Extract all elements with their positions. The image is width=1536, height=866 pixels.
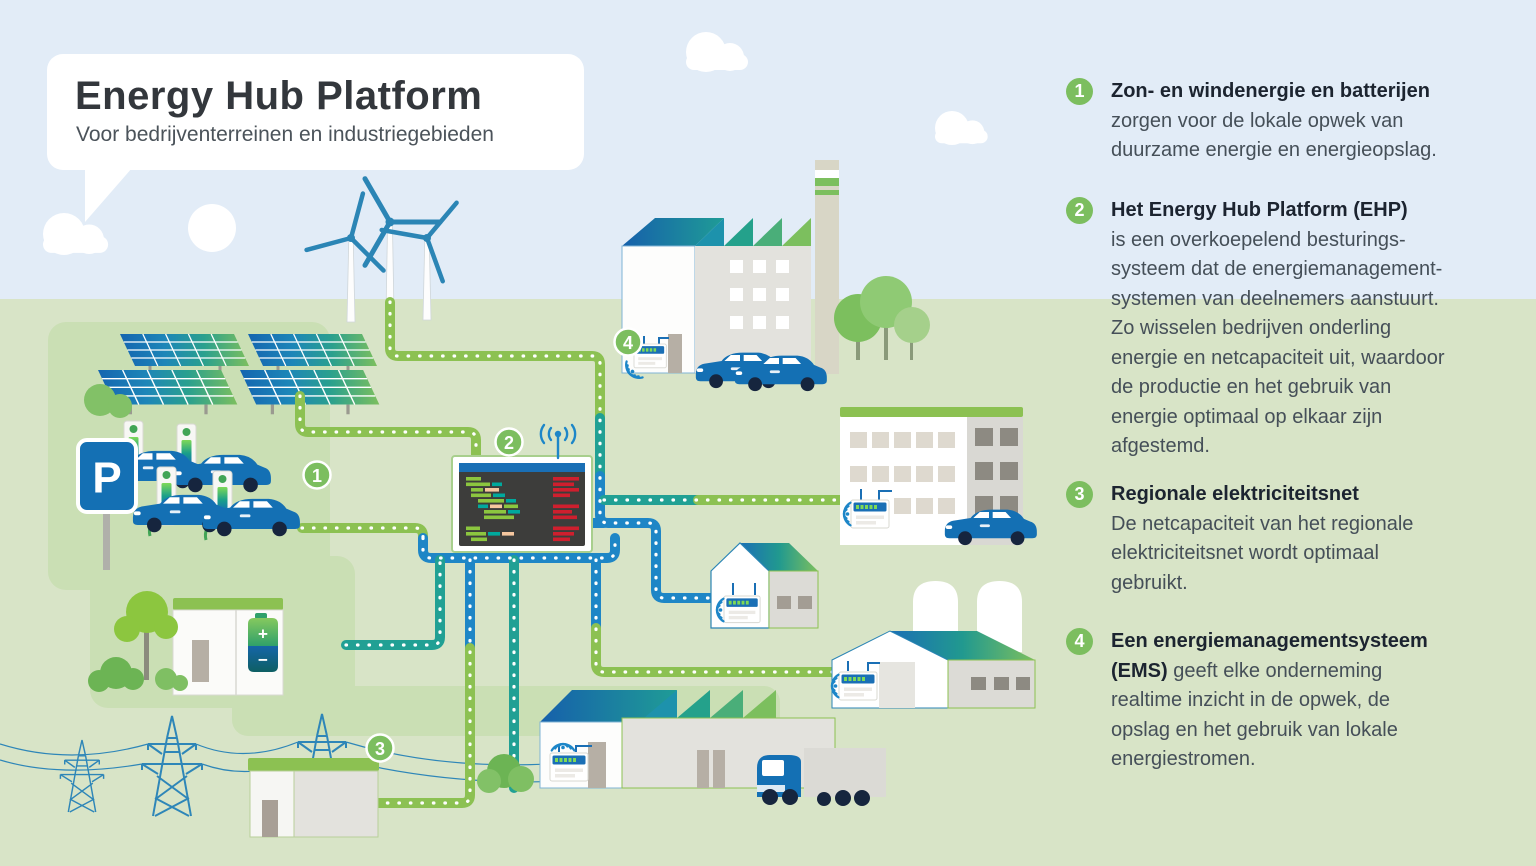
factory-bottom xyxy=(477,690,886,806)
house xyxy=(710,542,819,629)
apartment-windows xyxy=(850,432,955,514)
legend-item-4: 4 Een energiemanagementsysteem (EMS) gee… xyxy=(1066,628,1516,775)
legend-item-3: 3 Regionale elektriciteitsnet De netcapa… xyxy=(1066,481,1516,598)
badge-3: 3 xyxy=(365,733,395,763)
legend-title-3: Regionale elektriciteitsnet xyxy=(1111,483,1359,505)
wind-turbine xyxy=(379,200,459,321)
title-card: Energy Hub Platform Voor bedrijventerrei… xyxy=(47,54,584,222)
ems-box xyxy=(850,499,890,529)
warehouse xyxy=(830,581,1036,709)
legend-body-1: zorgen voor de lokale opwek van duurzame… xyxy=(1111,109,1437,162)
solar-park xyxy=(84,332,381,418)
svg-text:+: + xyxy=(258,625,268,644)
svg-text:2: 2 xyxy=(504,433,514,453)
page-subtitle: Voor bedrijventerreinen en industriegebi… xyxy=(76,123,494,146)
page-title: Energy Hub Platform xyxy=(75,74,483,118)
factory-top xyxy=(620,160,930,392)
legend-item-1: 1 Zon- en windenergie en batterijen zorg… xyxy=(1066,78,1516,166)
svg-text:−: − xyxy=(258,651,268,670)
legend-item-2: 2 Het Energy Hub Platform (EHP) is een o… xyxy=(1066,197,1516,462)
legend-body-3: De netcapaciteit van het regionale elekt… xyxy=(1111,512,1414,594)
legend-body-4-bold: (EMS) xyxy=(1111,659,1168,682)
wind-turbines xyxy=(304,176,459,327)
badge-2: 2 xyxy=(494,427,524,457)
wind-turbine xyxy=(304,191,386,323)
legend-title-2: Het Energy Hub Platform (EHP) xyxy=(1111,199,1408,221)
code-bars xyxy=(466,477,579,542)
ems-box xyxy=(723,595,761,624)
silo xyxy=(977,581,1022,652)
ev-charging-station: P xyxy=(76,420,300,570)
legend-badge-4: 4 xyxy=(1066,628,1093,655)
chimney xyxy=(815,160,839,374)
svg-text:3: 3 xyxy=(375,739,385,759)
battery-storage: + − xyxy=(88,591,284,696)
truck xyxy=(757,748,886,806)
legend-badge-1: 1 xyxy=(1066,78,1093,105)
legend-body-4: (EMS) geeft elke onderneming realtime in… xyxy=(1111,657,1516,775)
diagram-badges: 1 2 3 4 xyxy=(302,327,643,763)
svg-text:1: 1 xyxy=(312,466,322,486)
legend-badge-2: 2 xyxy=(1066,197,1093,224)
substation xyxy=(248,758,379,838)
bushes xyxy=(477,754,534,793)
legend-body-4-text: geeft elke onderneming realtime inzicht … xyxy=(1111,659,1398,771)
badge-1: 1 xyxy=(302,460,332,490)
parking-sign: P xyxy=(76,438,138,570)
legend-title-1: Zon- en windenergie en batterijen xyxy=(1111,80,1430,102)
svg-text:4: 4 xyxy=(623,333,633,353)
legend-badge-3: 3 xyxy=(1066,481,1093,508)
apartment-building xyxy=(840,407,1037,546)
svg-text:P: P xyxy=(92,454,121,503)
trees xyxy=(88,591,188,692)
energy-hub-screen xyxy=(451,423,593,553)
legend-body-2: is een overkoepelend besturings- systeem… xyxy=(1111,228,1445,458)
ems-box xyxy=(549,752,589,782)
battery-icon: + − xyxy=(248,613,278,672)
ems-box xyxy=(838,671,878,701)
energy-pipes xyxy=(295,297,851,808)
broadcast-icon xyxy=(539,423,577,460)
trees xyxy=(834,276,930,360)
legend-title-4: Een energiemanagementsysteem xyxy=(1111,630,1428,652)
badge-4: 4 xyxy=(613,327,643,357)
factory-windows xyxy=(730,260,789,329)
clouds xyxy=(43,32,988,255)
